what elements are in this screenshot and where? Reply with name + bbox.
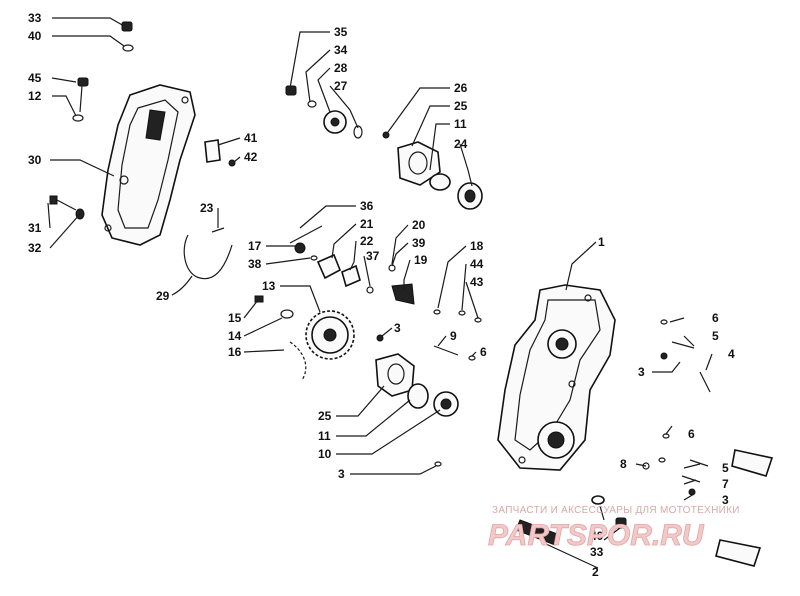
callout-3-upper: 3	[394, 321, 401, 335]
callout-33: 33	[28, 11, 42, 25]
callout-5-right: 5	[712, 329, 719, 343]
callout-14: 14	[228, 329, 242, 343]
watermark: ЗАПЧАСТИ И АКСЕССУАРЫ ДЛЯ МОТОТЕХНИКИ PA…	[488, 505, 740, 552]
callout-45: 45	[28, 71, 42, 85]
callout-31: 31	[28, 221, 42, 235]
callout-30: 30	[28, 153, 42, 167]
callout-34: 34	[334, 43, 348, 57]
cover-plate	[204, 139, 236, 167]
callout-32: 32	[28, 241, 42, 255]
callout-4: 4	[728, 347, 735, 361]
drive-sprocket-group	[254, 295, 355, 381]
callout-22: 22	[360, 234, 374, 248]
callout-24: 24	[454, 137, 468, 151]
callout-29: 29	[156, 289, 170, 303]
callout-25-lower: 25	[318, 409, 332, 423]
callout-43: 43	[470, 275, 484, 289]
callout-21: 21	[360, 217, 374, 231]
callout-3-bottom: 3	[722, 493, 729, 507]
callout-10: 10	[318, 447, 332, 461]
callout-17: 17	[248, 239, 262, 253]
callout-39: 39	[412, 236, 426, 250]
callout-7: 7	[722, 477, 729, 491]
callout-13: 13	[262, 279, 276, 293]
callout-41: 41	[244, 131, 258, 145]
upper-shaft-parts	[285, 85, 363, 139]
callout-6-right: 6	[712, 311, 719, 325]
side-bolt	[72, 77, 89, 122]
callout-3-right: 3	[638, 365, 645, 379]
callout-6-lower: 6	[688, 427, 695, 441]
watermark-tagline: ЗАПЧАСТИ И АКСЕССУАРЫ ДЛЯ МОТОТЕХНИКИ	[492, 505, 740, 516]
callout-16: 16	[228, 345, 242, 359]
callout-27: 27	[334, 79, 348, 93]
shaft-ends	[515, 449, 774, 567]
callout-12: 12	[28, 89, 42, 103]
dipstick	[183, 227, 233, 280]
callout-20: 20	[412, 218, 426, 232]
callout-11: 11	[454, 117, 467, 131]
callout-36: 36	[360, 199, 374, 213]
callout-40-lower: 40	[590, 529, 604, 543]
callout-38: 38	[248, 257, 262, 271]
callout-8: 8	[620, 457, 627, 471]
callout-26: 26	[454, 81, 468, 95]
callout-42: 42	[244, 150, 258, 164]
callout-15: 15	[228, 311, 242, 325]
callout-33-lower: 33	[590, 545, 604, 559]
chaincase-housing	[497, 284, 616, 471]
callout-18: 18	[470, 239, 484, 253]
callout-6-left: 6	[480, 345, 487, 359]
leader-lines	[47, 17, 713, 569]
tensioner-group	[289, 225, 482, 323]
callout-37: 37	[366, 249, 380, 263]
lower-bearing-group	[375, 334, 476, 467]
callout-40: 40	[28, 29, 42, 43]
callout-35: 35	[334, 25, 348, 39]
callout-23: 23	[200, 201, 214, 215]
callout-3-lower: 3	[338, 467, 345, 481]
callout-11-lower: 11	[318, 429, 331, 443]
callout-2: 2	[592, 565, 599, 579]
lower-bolt-washer	[591, 495, 627, 529]
callout-28: 28	[334, 61, 348, 75]
callout-44: 44	[470, 257, 484, 271]
callout-25: 25	[454, 99, 468, 113]
upper-bearing-group	[382, 131, 483, 210]
watermark-brand: PARTSPOR.RU	[488, 519, 705, 552]
chaincase-cover	[101, 84, 196, 246]
callout-numbers: 33 40 45 12 30 31 32 41 42 23 29 35 34 2…	[28, 11, 735, 579]
right-fasteners	[642, 319, 711, 496]
callout-19: 19	[414, 253, 428, 267]
callout-5-lower: 5	[722, 461, 729, 475]
callout-1: 1	[598, 235, 605, 249]
callout-9: 9	[450, 329, 457, 343]
top-bolt	[121, 21, 134, 52]
